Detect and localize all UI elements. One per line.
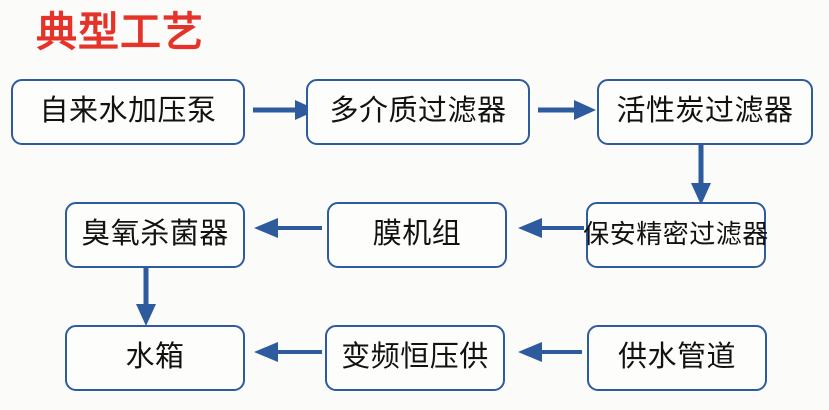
node-water-tank[interactable]: 水箱 <box>65 325 245 391</box>
node-ozone-sterilizer[interactable]: 臭氧杀菌器 <box>65 202 245 268</box>
arrow-membrane-to-ozone <box>254 215 322 241</box>
node-security-precision-filter[interactable]: 保安精密过滤器 <box>583 202 769 268</box>
node-label: 活性炭过滤器 <box>616 94 794 127</box>
arrow-pipeline-to-vfd <box>518 339 582 365</box>
page-title: 典型工艺 <box>36 9 204 55</box>
node-label: 水箱 <box>125 340 185 373</box>
node-label: 臭氧杀菌器 <box>81 217 229 250</box>
node-membrane-unit[interactable]: 膜机组 <box>327 202 507 268</box>
arrow-ozone-to-water-tank <box>133 268 159 326</box>
node-label: 供水管道 <box>617 340 736 373</box>
node-tap-water-booster-pump[interactable]: 自来水加压泵 <box>11 79 245 145</box>
node-label: 保安精密过滤器 <box>583 219 769 249</box>
node-label: 膜机组 <box>372 217 462 250</box>
node-water-supply-pipeline[interactable]: 供水管道 <box>587 325 767 391</box>
node-activated-carbon-filter[interactable]: 活性炭过滤器 <box>597 79 813 145</box>
arrow-carbon-to-security-filter <box>688 145 714 205</box>
node-vfd-constant-pressure-supply[interactable]: 变频恒压供 <box>325 325 505 391</box>
arrow-security-filter-to-membrane <box>518 215 584 241</box>
node-multi-media-filter[interactable]: 多介质过滤器 <box>306 79 530 145</box>
arrow-supply-to-water-tank <box>254 339 322 365</box>
node-label: 变频恒压供 <box>341 340 489 373</box>
arrow-multimedia-to-carbon <box>538 97 596 123</box>
node-label: 多介质过滤器 <box>329 94 507 127</box>
node-label: 自来水加压泵 <box>39 94 217 127</box>
